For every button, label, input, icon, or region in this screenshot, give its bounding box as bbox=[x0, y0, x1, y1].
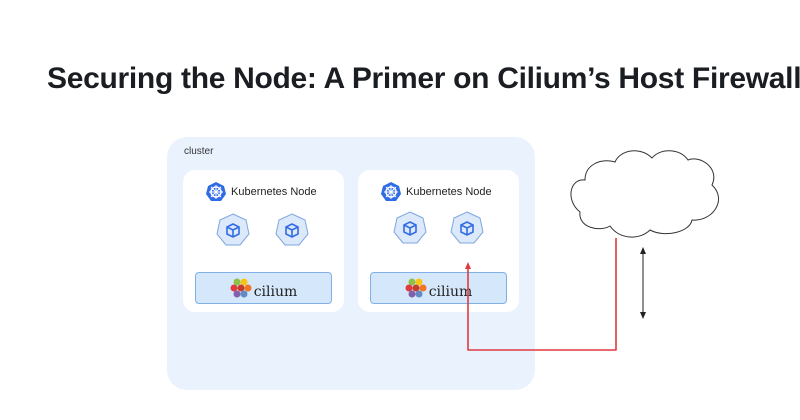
traffic-arrowhead bbox=[465, 262, 471, 269]
pod-icon bbox=[275, 213, 309, 246]
kubernetes-icon bbox=[381, 182, 401, 201]
cilium-logo-icon bbox=[405, 278, 427, 298]
cilium-layer: cilium bbox=[370, 272, 507, 304]
kubernetes-node-2: Kubernetes Node cilium bbox=[358, 170, 519, 312]
traffic-path-arrow bbox=[467, 238, 617, 351]
pod-icon bbox=[393, 211, 427, 244]
internet-cloud-icon bbox=[570, 150, 719, 238]
cluster-label: cluster bbox=[184, 146, 214, 157]
pod-icon bbox=[450, 211, 484, 244]
kubernetes-icon bbox=[206, 182, 226, 201]
node-label: Kubernetes Node bbox=[406, 186, 492, 198]
cilium-logo-icon bbox=[230, 278, 252, 298]
kubernetes-node-1: Kubernetes Node cilium bbox=[183, 170, 344, 312]
cilium-label: cilium bbox=[428, 284, 473, 300]
pod-icon bbox=[216, 213, 250, 246]
node-label: Kubernetes Node bbox=[231, 186, 317, 198]
cilium-layer: cilium bbox=[195, 272, 332, 304]
page-title: Securing the Node: A Primer on Cilium’s … bbox=[47, 62, 800, 95]
cilium-label: cilium bbox=[253, 284, 298, 300]
